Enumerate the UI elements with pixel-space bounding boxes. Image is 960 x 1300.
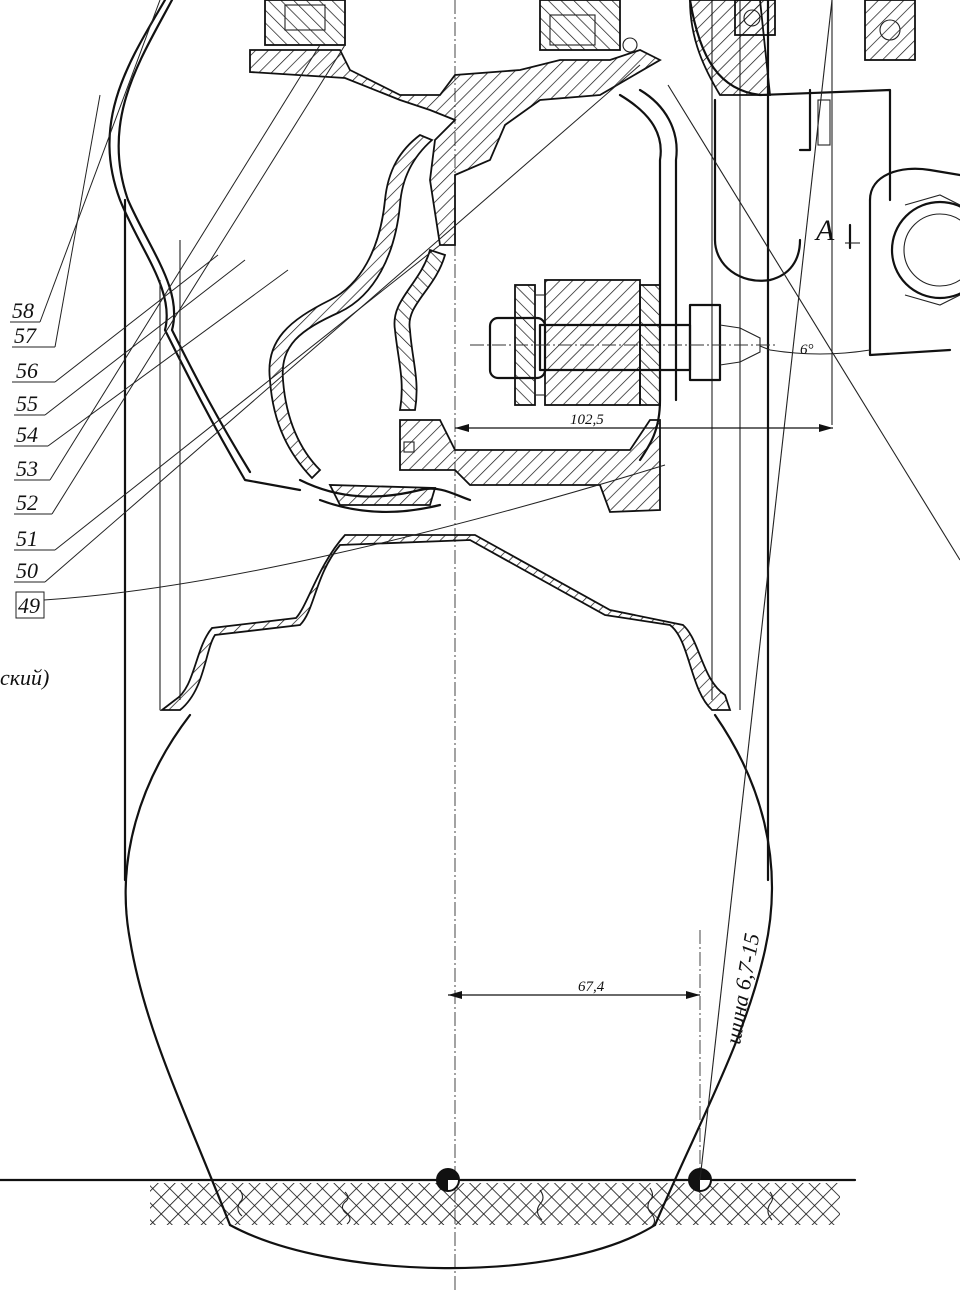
side-fragment-text: ский)	[0, 665, 49, 690]
callout-54: 54	[16, 422, 38, 447]
tire-outline	[108, 0, 774, 1270]
callout-55: 55	[16, 391, 38, 416]
bearings	[264, 0, 916, 61]
dimension-tire-offset	[448, 991, 700, 999]
tire-spec-label: шина 6,7-15	[720, 931, 764, 1046]
wheel-bolt	[470, 279, 775, 406]
callout-56: 56	[16, 358, 38, 383]
callout-labels: 58 57 56 55 54 53 52 51 50 49	[12, 298, 40, 618]
callout-50: 50	[16, 558, 38, 583]
callout-leaders	[10, 0, 666, 619]
callout-49: 49	[18, 593, 40, 618]
callout-58: 58	[12, 298, 34, 323]
dimension-tire-offset-label: 67,4	[578, 979, 605, 995]
brake-drum	[249, 49, 678, 514]
callout-57: 57	[14, 323, 37, 348]
dimension-hub-width	[455, 424, 833, 432]
callout-51: 51	[16, 526, 38, 551]
callout-53: 53	[16, 456, 38, 481]
steering-knuckle	[688, 0, 960, 357]
section-mark-A: A	[814, 214, 835, 247]
callout-52: 52	[16, 490, 38, 515]
kingpin-axis-lines	[667, 0, 960, 1181]
dimension-hub-width-label: 102,5	[570, 412, 604, 428]
contact-points	[436, 1168, 712, 1192]
wheel-rim	[159, 534, 732, 711]
ground	[0, 1178, 857, 1227]
dimension-angle-label: 6°	[800, 342, 814, 358]
